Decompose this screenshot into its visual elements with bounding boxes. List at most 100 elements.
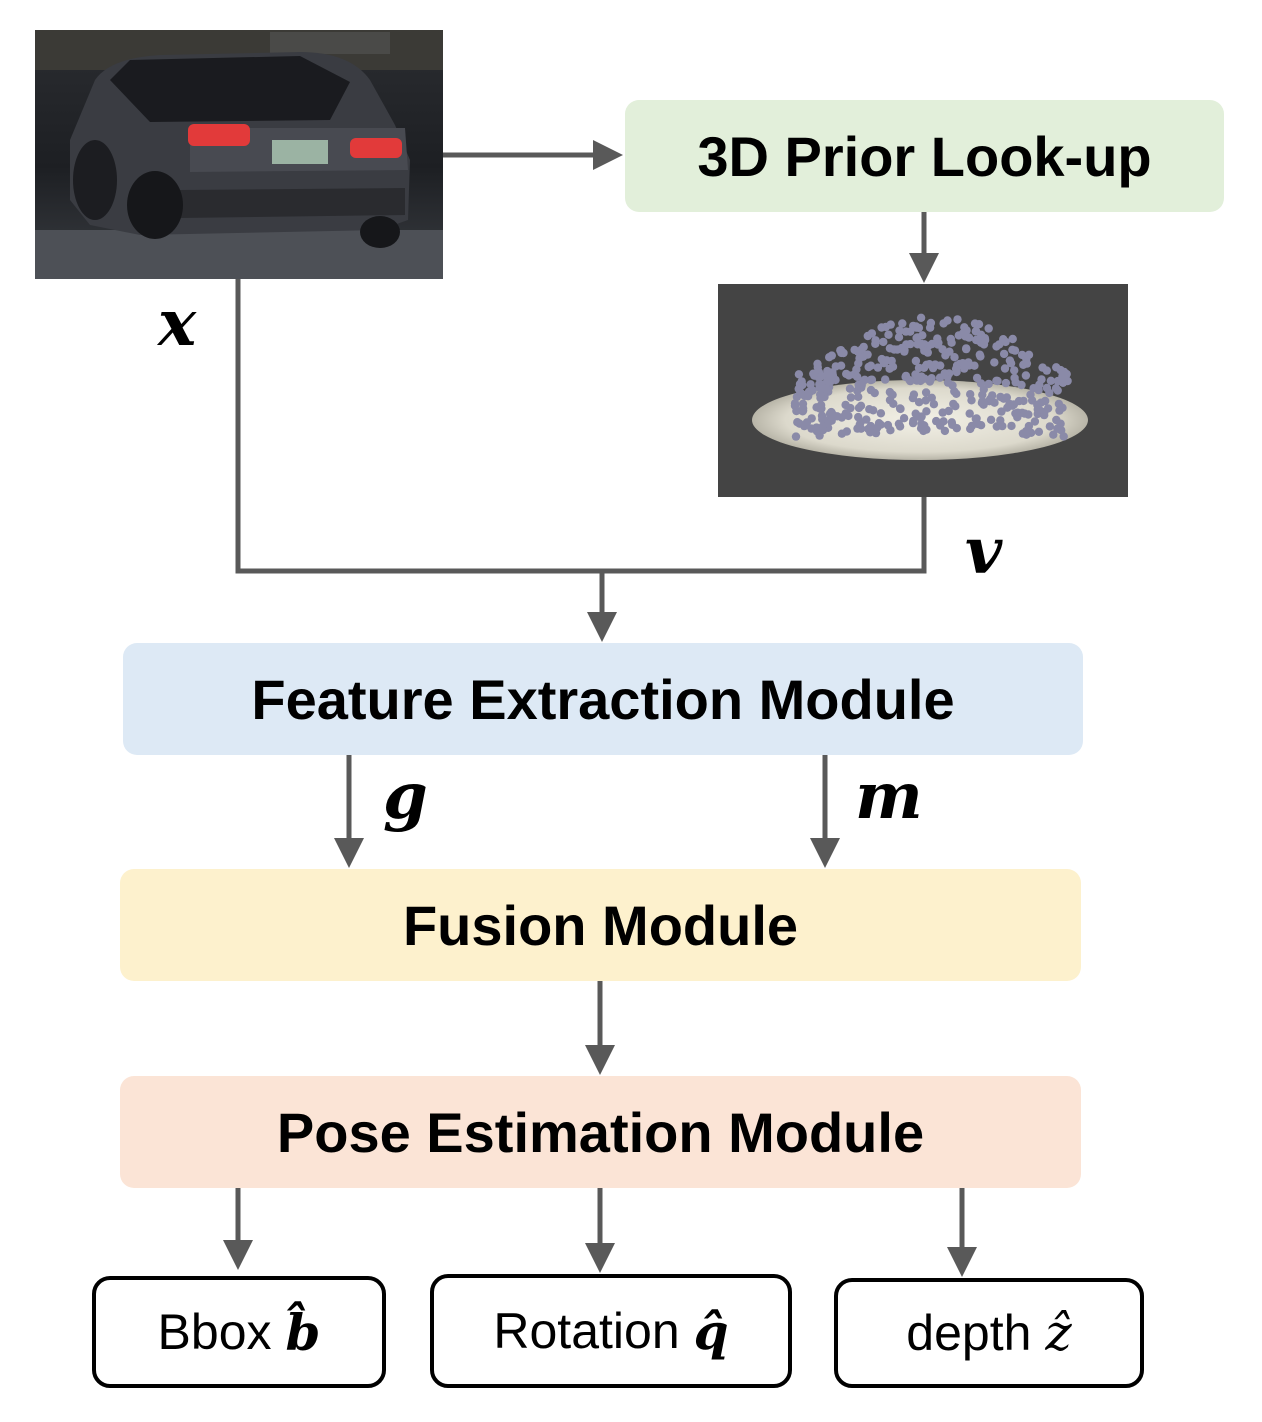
point-cloud-dot	[794, 370, 804, 379]
point-cloud-dot	[1030, 417, 1040, 426]
point-cloud-dot	[817, 380, 826, 389]
point-cloud-dot	[971, 414, 980, 424]
point-cloud-dot	[921, 396, 930, 405]
point-cloud-dot	[1042, 383, 1052, 393]
point-cloud-dot	[798, 380, 807, 390]
point-cloud-dot	[921, 388, 931, 397]
point-cloud-dot	[1012, 409, 1022, 419]
point-cloud-dot	[908, 418, 918, 428]
connector-v-to-merge	[602, 497, 927, 574]
feature-extraction-label: Feature Extraction Module	[251, 667, 955, 731]
point-cloud-dot	[1020, 409, 1029, 418]
point-cloud-dot	[912, 333, 921, 343]
point-cloud-dot	[853, 372, 862, 381]
point-cloud-dot	[856, 401, 866, 410]
point-cloud-dot	[791, 432, 801, 441]
point-cloud-dot	[967, 396, 976, 405]
point-cloud-dot	[980, 334, 990, 343]
output-bbox: Bbox b̂	[92, 1276, 386, 1388]
point-cloud-dot	[977, 398, 987, 408]
point-cloud-dot	[1017, 350, 1027, 360]
fusion-node: Fusion Module	[120, 869, 1081, 981]
point-cloud-dot	[912, 376, 922, 385]
point-cloud-dot	[922, 407, 931, 416]
point-cloud-dot	[950, 353, 959, 362]
point-cloud-dot	[984, 379, 993, 389]
depth-symbol: ẑ	[1045, 1304, 1072, 1362]
rotation-symbol: q̂	[693, 1301, 729, 1361]
point-cloud-dot	[996, 392, 1005, 402]
point-cloud-dot	[986, 415, 996, 424]
feature-extraction-node: Feature Extraction Module	[123, 643, 1083, 755]
point-cloud-dot	[807, 424, 816, 433]
point-cloud-dot	[940, 426, 950, 436]
point-cloud-dot	[828, 370, 837, 380]
point-cloud-dot	[804, 387, 814, 396]
point-cloud-dot	[1007, 421, 1016, 431]
point-cloud-dot	[906, 339, 915, 349]
output-rotation: Rotation q̂	[430, 1274, 792, 1388]
point-cloud-dot	[984, 324, 993, 333]
point-cloud-dot	[917, 339, 926, 348]
point-cloud-dot	[852, 365, 861, 374]
point-cloud-dot	[871, 339, 880, 348]
point-cloud-dot	[1017, 380, 1026, 390]
point-cloud-dot	[1008, 334, 1017, 344]
point-cloud-dot	[855, 420, 864, 429]
point-cloud-dot	[961, 332, 970, 341]
point-cloud-dot	[867, 329, 877, 338]
point-cloud-dot	[894, 333, 904, 342]
point-cloud-dot	[879, 337, 888, 347]
point-cloud-dot	[1021, 371, 1031, 380]
connector-x-to-merge	[235, 279, 602, 574]
point-cloud-dot	[829, 411, 838, 420]
point-cloud-dot	[1054, 399, 1064, 409]
point-cloud-dot	[888, 362, 898, 371]
point-cloud-dot	[933, 334, 942, 343]
point-cloud-dot	[965, 409, 974, 418]
pose-estimation-node: Pose Estimation Module	[120, 1076, 1081, 1188]
point-cloud-dot	[895, 404, 905, 413]
point-cloud-dot	[877, 354, 886, 364]
point-cloud-dot	[925, 323, 935, 332]
point-cloud-dot	[888, 390, 897, 399]
point-cloud-dot	[908, 393, 918, 403]
point-cloud-dot	[1041, 396, 1050, 406]
point-cloud-dot	[1026, 390, 1035, 399]
point-cloud-dot	[939, 319, 948, 328]
point-cloud-dot	[797, 389, 806, 399]
point-cloud-dot	[886, 320, 895, 329]
point-cloud-dot	[917, 419, 926, 428]
point-cloud-dot	[925, 360, 934, 369]
point-cloud-dot	[944, 406, 953, 416]
point-cloud-dot	[990, 358, 999, 367]
point-cloud-dot	[1046, 376, 1056, 385]
point-cloud-dot	[1045, 422, 1055, 431]
point-cloud-dot	[1000, 364, 1010, 373]
depth-label: depth	[906, 1305, 1032, 1361]
point-cloud-dot	[992, 422, 1001, 431]
point-cloud-dot	[859, 342, 868, 352]
point-cloud-dot	[946, 334, 955, 344]
point-cloud-dot	[895, 326, 904, 335]
output-depth: depth ẑ	[834, 1278, 1144, 1388]
point-cloud-dot	[899, 414, 909, 423]
car-photo	[35, 30, 443, 279]
point-cloud-dot	[905, 376, 914, 385]
point-cloud-dot	[1055, 406, 1064, 415]
point-cloud-dot	[967, 421, 977, 431]
point-cloud-dot	[948, 420, 957, 429]
point-cloud-dot	[1001, 378, 1011, 388]
point-cloud-dot	[976, 379, 986, 388]
car-point-cloud-render	[718, 284, 1128, 497]
rotation-label: Rotation	[493, 1303, 680, 1359]
point-cloud-dot	[952, 367, 961, 377]
point-cloud-dot	[809, 369, 818, 378]
point-cloud-dot	[950, 387, 959, 396]
point-cloud-dot	[846, 393, 856, 402]
point-cloud-dot	[1058, 378, 1068, 387]
point-cloud-dot	[806, 380, 815, 389]
point-cloud-dot	[1062, 369, 1071, 379]
point-cloud-dot	[986, 394, 995, 403]
